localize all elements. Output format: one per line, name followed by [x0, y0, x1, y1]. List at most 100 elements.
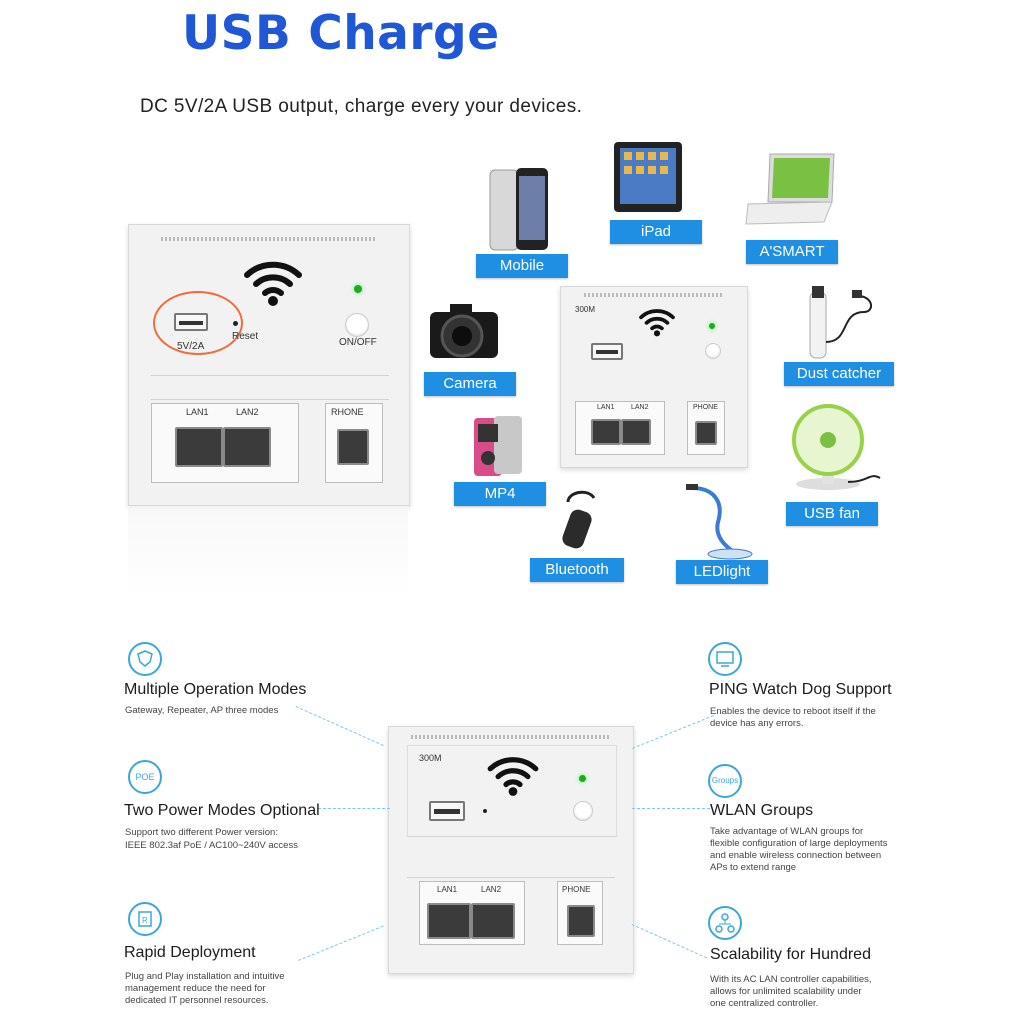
- feature-desc: allows for unlimited scalability under: [710, 986, 862, 997]
- device-tag-ipad: iPad: [610, 220, 702, 244]
- lan1-label: LAN1: [597, 404, 615, 411]
- connector-line: [295, 706, 384, 746]
- phone-label: PHONE: [693, 404, 718, 411]
- usb-fan-image: [792, 404, 881, 490]
- model-label: 300M: [575, 305, 596, 314]
- bluetooth-headset-image: [562, 490, 596, 549]
- power-button[interactable]: [573, 801, 593, 821]
- connector-line: [298, 925, 384, 961]
- dust-catcher-image: [809, 286, 872, 359]
- vent-strip: [161, 237, 377, 241]
- lan2-label: LAN2: [631, 404, 649, 411]
- deployment-icon: R: [128, 902, 162, 936]
- status-led: [579, 775, 586, 782]
- reset-label: Reset: [232, 331, 259, 342]
- power-button[interactable]: [345, 313, 369, 337]
- power-button[interactable]: [705, 343, 721, 359]
- feature-desc: Take advantage of WLAN groups for: [710, 826, 864, 837]
- feature-desc: Plug and Play installation and intuitive: [125, 971, 285, 982]
- reset-hole: [233, 321, 238, 326]
- camera-image: [430, 304, 498, 358]
- main-wall-panel: ON/OFF 5V/2A Reset LAN1 LAN2 RHONE: [128, 224, 410, 506]
- feature-title: PING Watch Dog Support: [709, 681, 892, 698]
- power-label: ON/OFF: [339, 337, 377, 348]
- wifi-icon: [639, 309, 675, 337]
- monitor-icon: [708, 642, 742, 676]
- reset-hole: [483, 809, 487, 813]
- usb-label: 5V/2A: [177, 341, 205, 352]
- connector-line: [631, 924, 707, 959]
- mp4-player-image: [474, 416, 522, 476]
- feature-wall-panel: 300M LAN1 LAN2 PHONE: [388, 726, 634, 974]
- phone-port-box: [325, 403, 383, 483]
- laptop-image: [745, 153, 835, 225]
- feature-desc: Gateway, Repeater, AP three modes: [125, 705, 279, 716]
- wifi-icon: [487, 757, 539, 796]
- feature-desc: flexible configuration of large deployme…: [710, 838, 888, 849]
- shield-icon: [128, 642, 162, 676]
- lan1-port: [427, 903, 471, 939]
- feature-desc: Enables the device to reboot itself if t…: [710, 706, 876, 717]
- status-led: [709, 323, 715, 329]
- upper-section: [407, 745, 617, 837]
- lan1-label: LAN1: [437, 885, 458, 894]
- usb-port: [429, 801, 465, 821]
- mobile-phone-image: [489, 168, 548, 251]
- device-tag-led-light: LEDlight: [676, 560, 768, 584]
- page-subtitle: DC 5V/2A USB output, charge every your d…: [140, 96, 583, 117]
- feature-desc: one centralized controller.: [710, 998, 819, 1009]
- feature-desc: device has any errors.: [710, 718, 804, 729]
- status-led: [354, 285, 362, 293]
- svg-text:R: R: [142, 916, 148, 925]
- feature-title: WLAN Groups: [710, 802, 814, 819]
- device-tag-mp4: MP4: [454, 482, 546, 506]
- feature-desc: APs to extend range: [710, 862, 797, 873]
- lan2-port: [621, 419, 651, 445]
- lan2-port: [223, 427, 271, 467]
- usb-port: [591, 343, 623, 360]
- lan1-port: [591, 419, 621, 445]
- poe-icon: POE: [128, 760, 162, 794]
- led-light-image: [686, 484, 753, 560]
- feature-desc: management reduce the need for: [125, 983, 266, 994]
- device-tag-asmart: A'SMART: [746, 240, 838, 264]
- phone-port: [567, 905, 595, 937]
- model-label: 300M: [419, 753, 442, 763]
- feature-title: Two Power Modes Optional: [124, 802, 320, 819]
- network-icon: [708, 906, 742, 940]
- feature-desc: dedicated IT personnel resources.: [125, 995, 269, 1006]
- page-title: USB Charge: [182, 6, 500, 61]
- device-tag-bluetooth: Bluetooth: [530, 558, 624, 582]
- connector-line: [632, 808, 710, 809]
- wifi-icon: [244, 261, 302, 306]
- lan2-port: [471, 903, 515, 939]
- device-tag-camera: Camera: [424, 372, 516, 396]
- phone-port: [695, 421, 717, 445]
- vent-strip: [584, 293, 724, 297]
- tablet-image: [614, 142, 682, 212]
- secondary-wall-panel: 300M LAN1 LAN2 PHONE: [560, 286, 748, 468]
- lan2-label: LAN2: [236, 407, 259, 417]
- lan1-port: [175, 427, 223, 467]
- phone-label: PHONE: [562, 885, 591, 894]
- feature-title: Scalability for Hundred: [710, 946, 871, 963]
- feature-title: Rapid Deployment: [124, 944, 256, 961]
- connector-line: [632, 715, 714, 749]
- feature-desc: With its AC LAN controller capabilities,: [710, 974, 872, 985]
- panel-reflection: [128, 506, 408, 596]
- vent-strip: [411, 735, 611, 739]
- middle-section: [151, 375, 389, 400]
- feature-desc: and enable wireless connection between: [710, 850, 882, 861]
- groups-icon: Groups: [708, 764, 742, 798]
- lan2-label: LAN2: [481, 885, 502, 894]
- device-tag-dust-catcher: Dust catcher: [784, 362, 894, 386]
- feature-desc: IEEE 802.3af PoE / AC100~240V access: [125, 840, 298, 851]
- phone-label: RHONE: [331, 407, 364, 417]
- feature-desc: Support two different Power version:: [125, 827, 278, 838]
- phone-port: [337, 429, 369, 465]
- usb-highlight: [153, 291, 243, 355]
- device-tag-usb-fan: USB fan: [786, 502, 878, 526]
- feature-title: Multiple Operation Modes: [124, 681, 307, 698]
- connector-line: [318, 808, 390, 809]
- device-tag-mobile: Mobile: [476, 254, 568, 278]
